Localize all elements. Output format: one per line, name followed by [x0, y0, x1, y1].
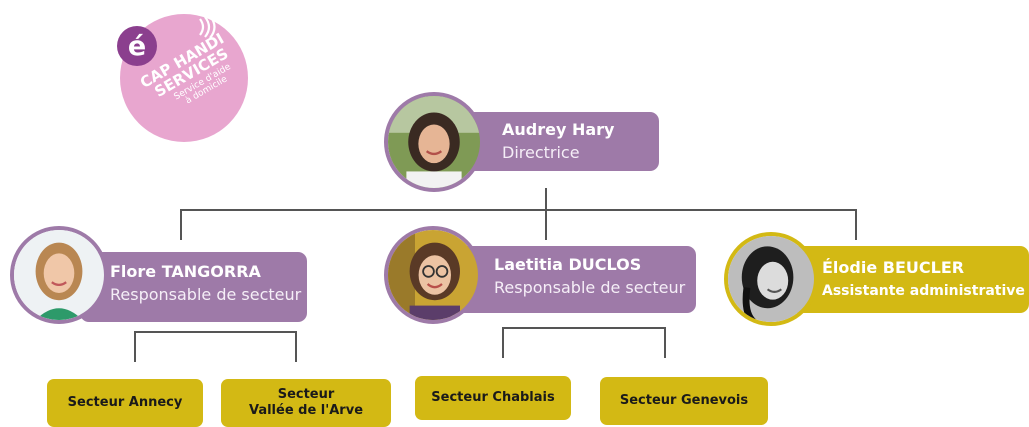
sector-vallee-arve-line2: Vallée de l'Arve	[248, 403, 364, 418]
connector-left-drop	[180, 209, 182, 240]
director-avatar	[384, 92, 484, 192]
laetitia-name: Laetitia DUCLOS	[494, 255, 642, 274]
sector-genevois: Secteur Genevois	[600, 377, 768, 425]
connector-flore-left	[134, 331, 136, 362]
director-photo-icon	[388, 96, 480, 188]
assistant-role: Assistante administrative	[822, 283, 1025, 299]
flore-role: Responsable de secteur	[110, 285, 302, 304]
director-name-box: Audrey Hary Directrice	[452, 112, 659, 171]
sector-vallee-arve: Secteur Vallée de l'Arve	[221, 379, 391, 427]
flore-name-box: Flore TANGORRA Responsable de secteur	[80, 252, 307, 322]
flore-photo-icon	[14, 230, 104, 320]
logo-e-badge-icon: é	[117, 26, 157, 66]
connector-right-drop	[855, 209, 857, 240]
laetitia-photo-icon	[388, 230, 478, 320]
connector-laetitia-left	[502, 327, 504, 358]
sector-vallee-arve-line1: Secteur	[277, 386, 335, 402]
sector-chablais-label: Secteur Chablais	[431, 389, 555, 405]
connector-main-horizontal	[180, 209, 857, 211]
logo-sound-waves-icon	[199, 15, 216, 39]
sector-chablais: Secteur Chablais	[415, 376, 571, 420]
laetitia-name-box: Laetitia DUCLOS Responsable de secteur	[450, 246, 696, 313]
connector-director-down	[545, 188, 547, 210]
director-name: Audrey Hary	[502, 120, 615, 139]
sector-annecy-label: Secteur Annecy	[67, 394, 183, 410]
connector-center-drop	[545, 209, 547, 240]
connector-flore-branch	[134, 331, 297, 333]
assistant-name: Élodie BEUCLER	[822, 258, 965, 277]
flore-name: Flore TANGORRA	[110, 262, 261, 281]
director-role: Directrice	[502, 143, 580, 162]
assistant-photo-icon	[728, 236, 814, 322]
assistant-avatar	[724, 232, 818, 326]
sector-genevois-label: Secteur Genevois	[619, 392, 749, 408]
sector-annecy: Secteur Annecy	[47, 379, 203, 427]
laetitia-avatar	[384, 226, 482, 324]
assistant-name-box: Élodie BEUCLER Assistante administrative	[780, 246, 1029, 313]
connector-flore-right	[295, 331, 297, 362]
connector-laetitia-branch	[502, 327, 666, 329]
flore-avatar	[10, 226, 108, 324]
laetitia-role: Responsable de secteur	[494, 278, 686, 297]
connector-laetitia-right	[664, 327, 666, 358]
